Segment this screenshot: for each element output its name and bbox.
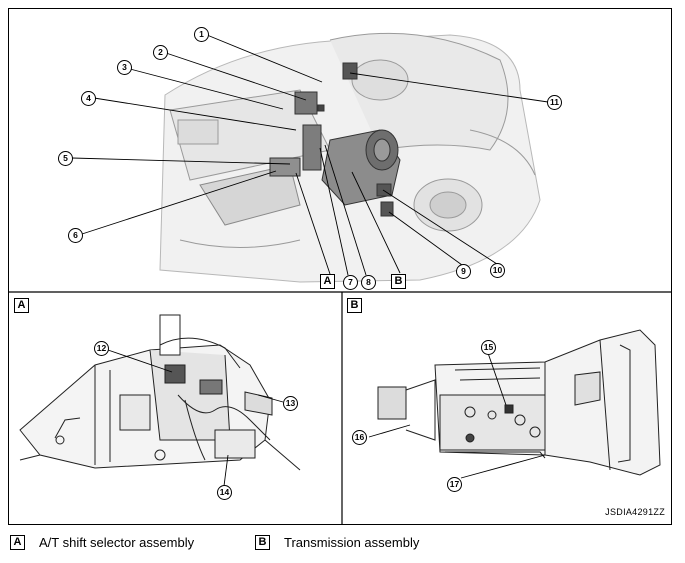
callout-15: 15 [481,340,496,355]
drivetrain-mechanism [269,62,401,217]
diagram-frame [8,8,672,525]
legend-label-a: A/T shift selector assembly [39,535,195,550]
callout-badge-a: A [320,274,335,289]
callout-leaders-a [107,349,284,487]
callout-7: 7 [343,275,358,290]
callout-badge-b: B [391,274,406,289]
shift-selector-illustration [19,314,301,471]
callout-leaders-top [71,34,549,276]
callout-1: 1 [194,27,209,42]
legend-badge-b: B [255,535,270,551]
callout-13: 13 [283,396,298,411]
callout-5: 5 [58,151,73,166]
transmission-illustration [377,329,661,476]
panel-badge-b: B [347,298,362,313]
callout-14: 14 [217,485,232,500]
callout-8: 8 [361,275,376,290]
callout-11: 11 [547,95,562,110]
callout-16: 16 [352,430,367,445]
callout-12: 12 [94,341,109,356]
callout-4: 4 [81,91,96,106]
legend-item-a: A A/T shift selector assembly [10,535,194,551]
legend-label-b: Transmission assembly [284,535,420,550]
legend-badge-a: A [10,535,25,551]
callout-9: 9 [456,264,471,279]
panel-badge-a: A [14,298,29,313]
callout-leaders-b [368,352,546,479]
callout-2: 2 [153,45,168,60]
callout-6: 6 [68,228,83,243]
legend-item-b: B Transmission assembly [255,535,419,551]
diagram-code: JSDIA4291ZZ [605,507,665,517]
callout-17: 17 [447,477,462,492]
callout-3: 3 [117,60,132,75]
callout-10: 10 [490,263,505,278]
